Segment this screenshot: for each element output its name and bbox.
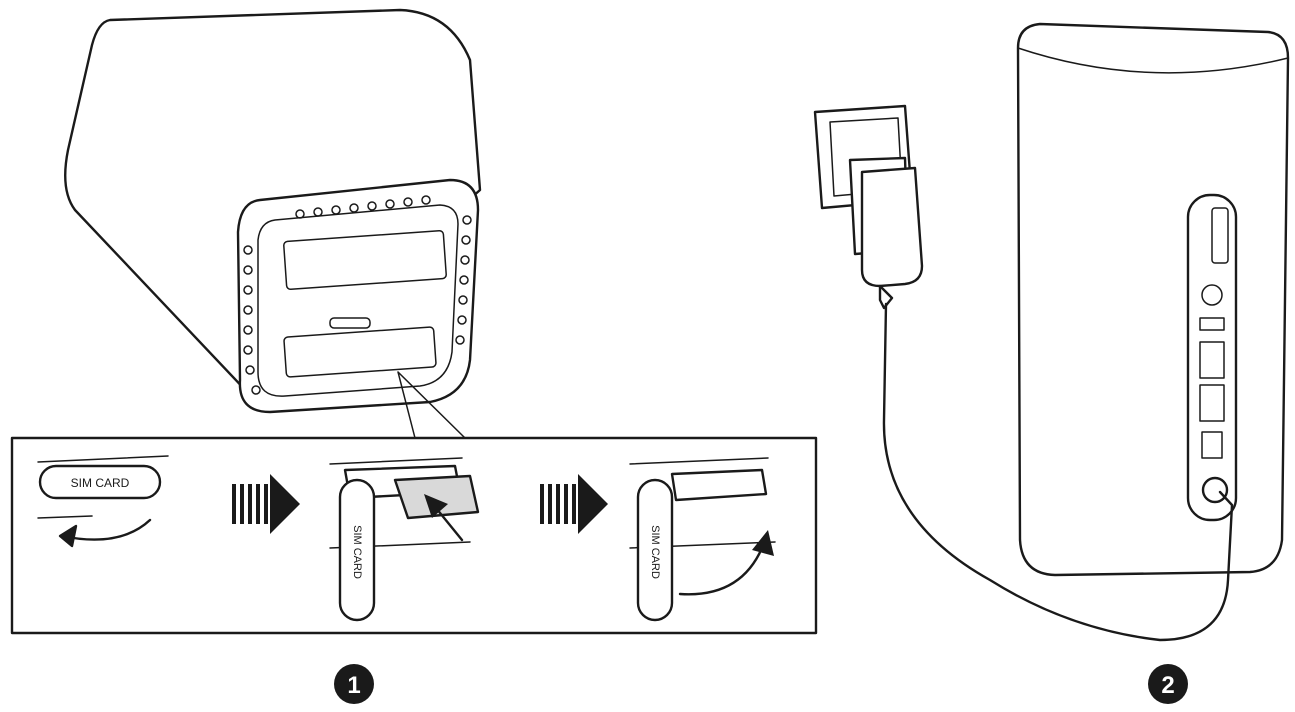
vent-holes [243, 195, 472, 395]
step-badge-1: 1 [334, 664, 374, 704]
lan-port-1 [1199, 341, 1225, 379]
sim-slot-small [329, 317, 371, 329]
adapter-body [860, 166, 924, 288]
sim-card-label-c: SIM CARD [649, 525, 661, 579]
step-arrow-2 [540, 474, 608, 534]
step-arrow-1 [232, 474, 300, 534]
svg-text:2: 2 [1161, 672, 1174, 699]
reset-button [1201, 284, 1223, 306]
sim-card-label-b: SIM CARD [351, 525, 363, 579]
sim-insert: SIM CARD [329, 457, 480, 622]
insert-arrow [434, 506, 464, 542]
power-cable [882, 302, 1234, 642]
usb-port [1199, 317, 1225, 331]
router-side-view [1016, 22, 1290, 577]
power-port [1201, 476, 1229, 504]
power-adapter [813, 104, 1234, 642]
lan-port-2 [1199, 384, 1225, 422]
wps-button [1211, 207, 1229, 264]
sim-cover-closing: SIM CARD [629, 457, 776, 622]
step-badge-2: 2 [1148, 664, 1188, 704]
close-arrow [678, 546, 764, 596]
svg-text:1: 1 [347, 672, 360, 699]
phone-port [1201, 431, 1223, 459]
router-bottom-view [64, 8, 482, 439]
port-panel [1186, 193, 1238, 522]
sim-card [393, 474, 480, 520]
sim-cover-closed: SIM CARD [37, 455, 169, 548]
sim-card-label: SIM CARD [71, 476, 130, 490]
